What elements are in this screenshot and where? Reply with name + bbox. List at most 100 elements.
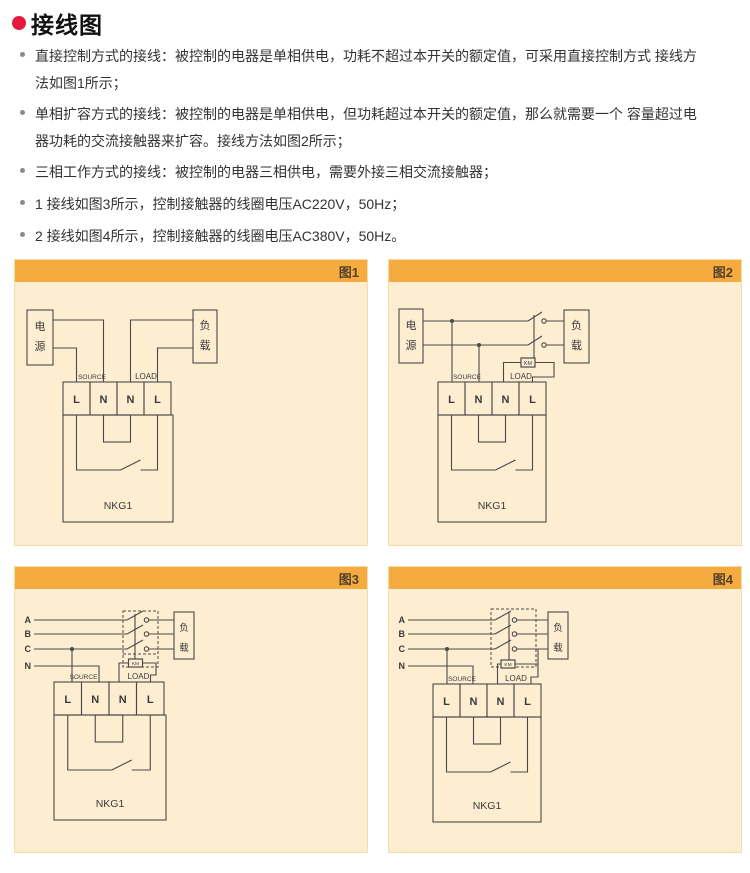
svg-text:LOAD: LOAD [128,672,150,681]
svg-text:SOURCE: SOURCE [78,374,106,381]
svg-text:KM: KM [504,662,511,668]
contactor-contacts [126,610,174,660]
internal-switch [445,717,529,773]
svg-text:L: L [529,394,536,406]
bullet-text: 单相扩容方式的接线：被控制的电器是单相供电，但功耗超过本开关的额定值，那么就需要… [35,106,697,149]
svg-text:N: N [25,661,32,671]
svg-text:LOAD: LOAD [510,372,532,381]
coil-wiring [502,362,555,383]
bullet-text: 1 接线如图3所示，控制接触器的线圈电压AC220V，50Hz； [35,195,406,212]
figure-tag: 图1 [338,264,359,280]
wiring [53,319,193,383]
red-bullet-icon [12,15,26,30]
figure-3-header: 图3 [15,567,367,590]
svg-text:A: A [399,615,406,625]
bullet-text: 三相工作方式的接线：被控制的电器三相供电，需要外接三相交流接触器； [35,164,497,181]
load-box: 负载 [563,309,590,364]
svg-text:N: N [475,394,483,406]
internal-switch [450,415,534,471]
svg-text:NKG1: NKG1 [473,800,502,812]
svg-text:负: 负 [179,622,189,634]
svg-text:C: C [25,644,32,654]
list-item: 单相扩容方式的接线：被控制的电器是单相供电，但功耗超过本开关的额定值，那么就需要… [20,101,710,154]
svg-text:L: L [443,696,450,708]
svg-text:载: 载 [553,642,563,654]
svg-text:SOURCE: SOURCE [453,374,481,381]
page-title: 接线图 [31,11,103,38]
power-source-box: 电源 [398,308,424,364]
svg-text:B: B [25,629,32,639]
figure-2-header: 图2 [389,260,741,283]
svg-text:A: A [25,615,32,625]
svg-text:源: 源 [406,338,417,352]
list-item: 三相工作方式的接线：被控制的电器三相供电，需要外接三相交流接触器； [20,159,710,186]
svg-text:LOAD: LOAD [505,674,527,683]
figure-tag: 图4 [712,571,733,587]
svg-text:N: N [399,661,406,671]
load-box: 负载 [547,611,569,660]
km-coil: KM [127,658,144,668]
svg-text:载: 载 [571,339,582,352]
figure-2-panel: 图2 电源 负载 KM L N N L SOURCE LOAD NKG1 [388,259,742,547]
svg-text:N: N [127,394,135,406]
coil-wiring [118,662,157,683]
svg-text:N: N [502,394,510,406]
svg-text:N: N [470,696,478,708]
figure-tag: 图3 [338,571,359,587]
svg-text:C: C [399,644,406,654]
bullet-dot-icon [20,199,25,205]
svg-text:源: 源 [35,339,46,353]
svg-text:NKG1: NKG1 [478,500,507,512]
svg-text:N: N [119,694,127,706]
wiring [423,319,528,383]
svg-text:载: 载 [179,642,189,654]
list-item: 1 接线如图3所示，控制接触器的线圈电压AC220V，50Hz； [20,191,710,218]
coil-wiring [496,649,539,685]
svg-text:SOURCE: SOURCE [448,676,476,683]
svg-text:负: 负 [200,318,211,332]
bullet-text: 直接控制方式的接线：被控制的电器是单相供电，功耗不超过本开关的额定值，可采用直接… [35,48,697,91]
internal-switch [67,715,151,771]
internal-switch [75,415,159,471]
load-box: 负载 [192,309,218,364]
svg-text:负: 负 [571,318,582,332]
contactor-contacts [494,610,548,661]
svg-text:L: L [147,694,154,706]
svg-text:L: L [73,394,80,406]
nkg1-device: L N N L SOURCE LOAD NKG1 [432,674,542,823]
svg-text:LOAD: LOAD [135,372,157,381]
svg-text:L: L [448,394,455,406]
svg-text:SOURCE: SOURCE [70,674,98,681]
svg-text:载: 载 [200,339,211,352]
km-coil: KM [520,357,536,368]
svg-text:NKG1: NKG1 [104,500,133,512]
bullet-text: 2 接线如图4所示，控制接触器的线圈电压AC380V，50Hz。 [35,227,406,244]
svg-text:电: 电 [35,320,46,333]
contactor-contacts [527,311,564,359]
svg-text:KM: KM [132,661,139,667]
svg-text:N: N [497,696,505,708]
svg-text:NKG1: NKG1 [96,798,125,810]
list-item: 2 接线如图4所示，控制接触器的线圈电压AC380V，50Hz。 [20,223,710,250]
svg-text:N: N [100,394,108,406]
figure-tag: 图2 [712,264,733,280]
svg-text:L: L [524,696,531,708]
bullet-dot-icon [20,231,25,237]
figure-4-header: 图4 [389,567,741,590]
figure-2-diagram: 电源 负载 KM L N N L SOURCE LOAD NKG1 [398,308,590,523]
bullet-dot-icon [20,110,25,116]
intro-bullet-list: 直接控制方式的接线：被控制的电器是单相供电，功耗不超过本开关的额定值，可采用直接… [20,43,710,249]
svg-text:L: L [64,694,71,706]
